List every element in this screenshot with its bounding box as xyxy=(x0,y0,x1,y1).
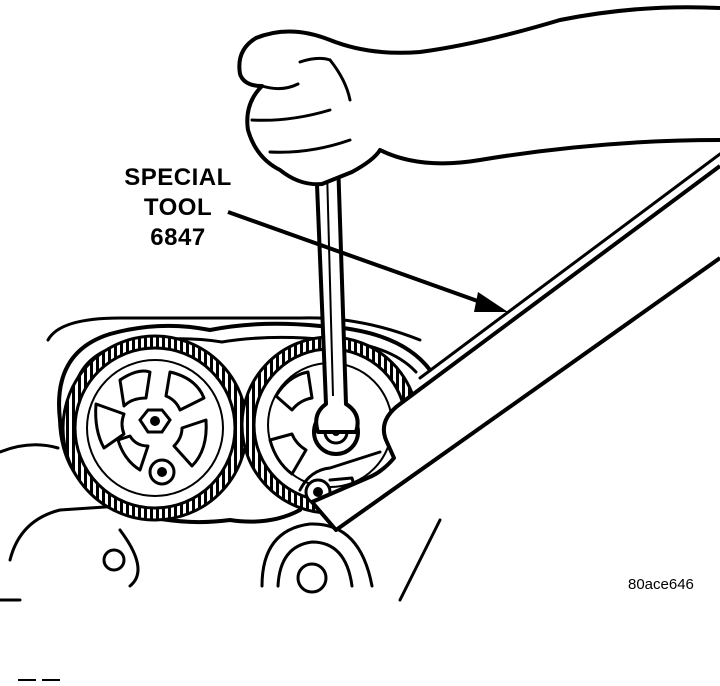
callout-label-line1: SPECIAL xyxy=(124,164,232,191)
left-camshaft-sprocket xyxy=(61,334,249,522)
wrench-handle-icon xyxy=(314,158,360,434)
callout-label-line3: 6847 xyxy=(150,224,206,251)
idler-pulley xyxy=(102,522,374,594)
engine-cover-outline xyxy=(0,316,442,602)
leader-arrow-icon xyxy=(227,210,508,312)
sprocket-spokes xyxy=(94,369,208,472)
hand-icon xyxy=(237,5,720,187)
holding-tool-icon xyxy=(298,152,720,532)
callout-label-line2: TOOL xyxy=(143,194,213,221)
figure-code: 80ace646 xyxy=(628,576,694,593)
